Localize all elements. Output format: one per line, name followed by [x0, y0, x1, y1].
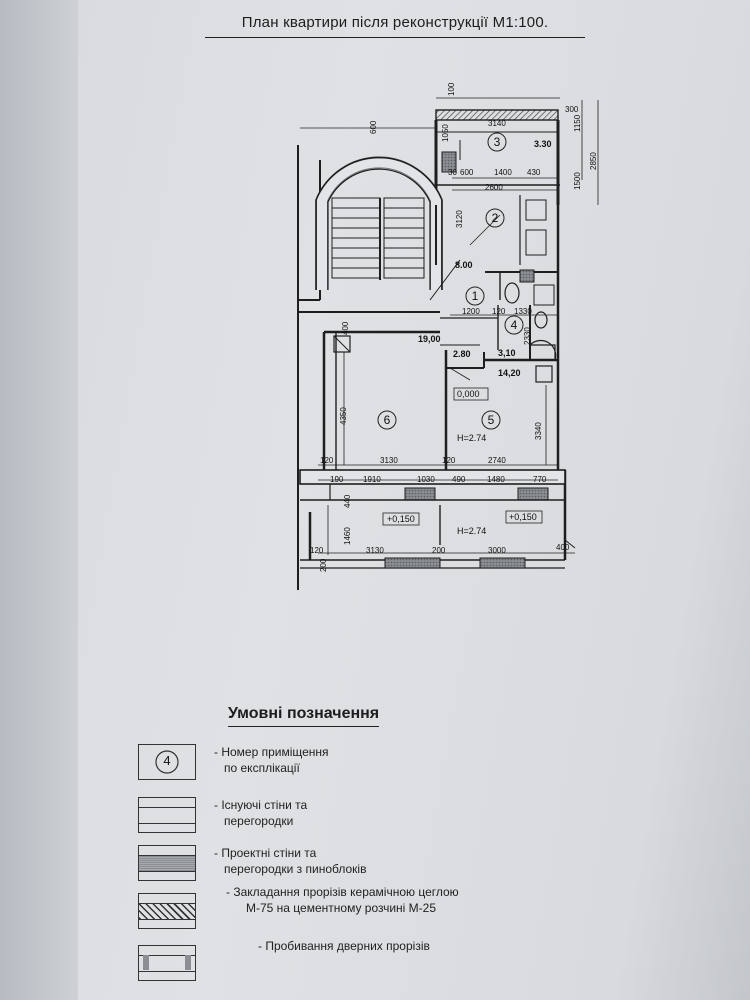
room-6-number: 6 — [384, 413, 391, 427]
dim-30: 30 — [448, 168, 457, 177]
balcony-height: H=2.74 — [457, 526, 486, 536]
dim-1910: 1910 — [363, 475, 381, 484]
room-6-area: 19,00 — [418, 334, 441, 344]
dim-1150: 1150 — [573, 114, 582, 132]
dim-200b: 200 — [319, 558, 328, 572]
dim-190: 190 — [330, 475, 344, 484]
dim-2850: 2850 — [589, 152, 598, 170]
dim-2600: 2600 — [485, 183, 503, 192]
legend-room-number-symbol: 4 — [138, 744, 196, 780]
legend-brick-filling-symbol — [138, 893, 196, 929]
dim-300: 300 — [565, 105, 579, 114]
dimension-lines — [300, 97, 599, 555]
level-left: +0,150 — [387, 514, 415, 524]
dim-770: 770 — [533, 475, 547, 484]
dim-120a: 120 — [492, 307, 506, 316]
dim-1460: 1460 — [343, 527, 352, 545]
legend-item-door-opening: - Пробивання дверних прорізів — [258, 939, 430, 953]
plan-title: План квартири після реконструкції М1:100… — [205, 14, 585, 38]
dim-120d: 120 — [310, 546, 324, 555]
room-5-area: 14,20 — [498, 368, 521, 378]
level-right: +0,150 — [509, 512, 537, 522]
dim-430: 430 — [527, 168, 541, 177]
dim-1500: 1500 — [573, 172, 582, 190]
dim-600: 600 — [369, 120, 378, 134]
dim-3130: 3130 — [380, 456, 398, 465]
legend-item-room-number: - Номер приміщення по експлікації — [214, 745, 329, 775]
dim-1050: 1050 — [441, 124, 450, 142]
room-5-height: H=2.74 — [457, 433, 486, 443]
dim-600b: 600 — [460, 168, 474, 177]
room-3-number: 3 — [494, 135, 501, 149]
dim-1200: 1200 — [462, 307, 480, 316]
dim-1330: 1330 — [514, 307, 532, 316]
room-5-number: 5 — [488, 413, 495, 427]
room-markers — [377, 132, 524, 430]
dim-2330: 2330 — [523, 327, 532, 345]
dim-400: 400 — [341, 321, 350, 335]
dim-1030: 1030 — [417, 475, 435, 484]
floor-plan: 3 2 1 4 5 6 3.30 8.00 19,00 2.80 3,10 14… — [297, 82, 599, 590]
dim-440: 440 — [343, 494, 352, 508]
room-4-area: 3,10 — [498, 348, 516, 358]
dim-2740: 2740 — [488, 456, 506, 465]
dim-200: 200 — [432, 546, 446, 555]
dim-1400: 1400 — [494, 168, 512, 177]
area-2-80: 2.80 — [453, 349, 471, 359]
dim-3140: 3140 — [488, 119, 506, 128]
legend-existing-walls-symbol — [138, 797, 196, 833]
zero-level: 0,000 — [457, 389, 480, 399]
room-1-area: 8.00 — [455, 260, 473, 270]
legend-item-existing-walls: - Існуючі стіни та перегородки — [214, 798, 308, 828]
dim-3130b: 3130 — [366, 546, 384, 555]
legend-item-brick-filling: - Закладання прорізів керамічною цеглою … — [226, 885, 459, 915]
dim-1480: 1480 — [487, 475, 505, 484]
dim-100: 100 — [447, 82, 456, 96]
room-2-area: 3120 — [455, 210, 464, 228]
dim-3000: 3000 — [488, 546, 506, 555]
dim-400b: 400 — [556, 543, 570, 552]
room-4-number: 4 — [511, 318, 518, 332]
room-2-number: 2 — [492, 211, 499, 225]
walls — [297, 109, 576, 590]
legend-symbol-number: 4 — [163, 753, 171, 768]
dim-3340: 3340 — [534, 422, 543, 440]
room-1-number: 1 — [472, 289, 479, 303]
dim-120c: 120 — [442, 456, 456, 465]
legend-item-project-walls: - Проектні стіни та перегородки з пинобл… — [214, 846, 367, 876]
legend-project-walls-symbol — [138, 845, 196, 881]
legend-door-opening-symbol — [138, 945, 196, 981]
legend-title: Умовні позначення — [228, 705, 380, 727]
dim-4350: 4350 — [339, 407, 348, 425]
dim-120b: 120 — [320, 456, 334, 465]
adjacent-page — [0, 0, 78, 1000]
dim-490: 490 — [452, 475, 466, 484]
room-3-area: 3.30 — [534, 139, 552, 149]
